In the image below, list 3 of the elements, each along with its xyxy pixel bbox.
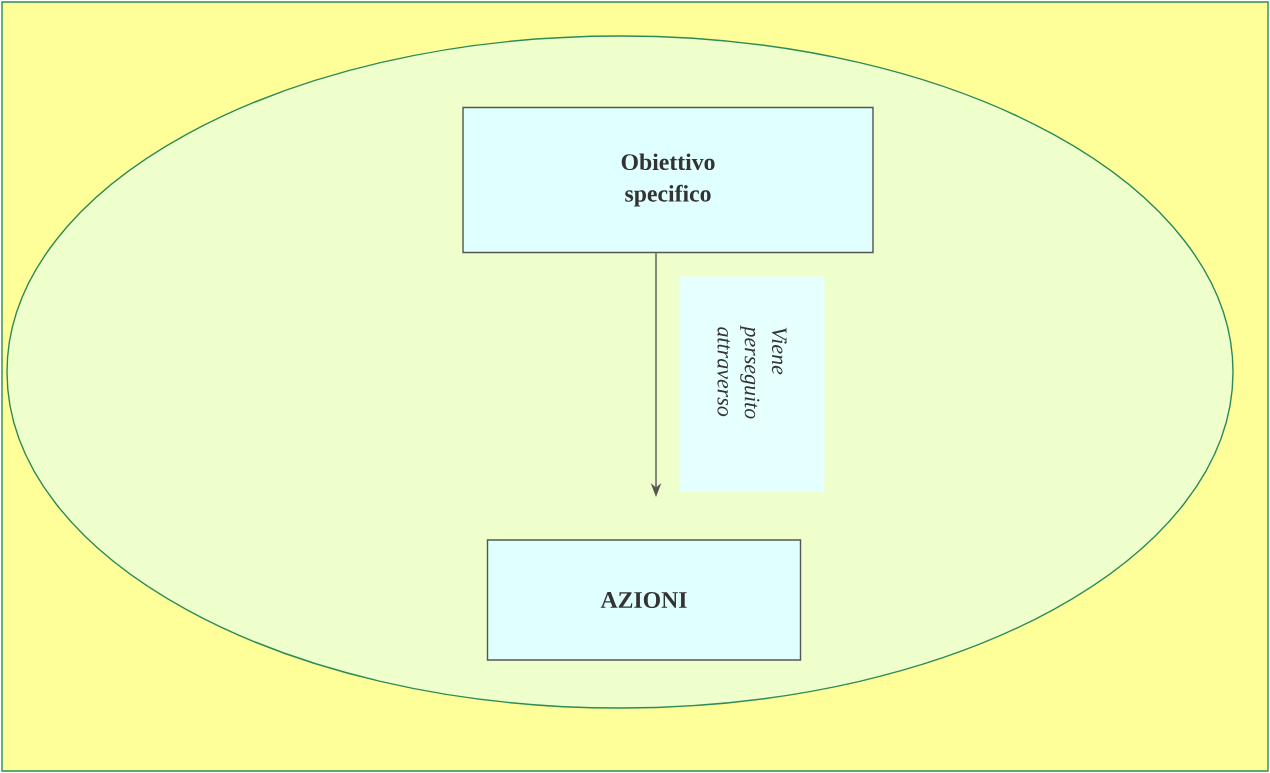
text-box: Obiettivo specifico (462, 106, 874, 254)
text-box: AZIONI (486, 539, 802, 661)
edge-label: Viene perseguito attraverso (679, 276, 825, 492)
